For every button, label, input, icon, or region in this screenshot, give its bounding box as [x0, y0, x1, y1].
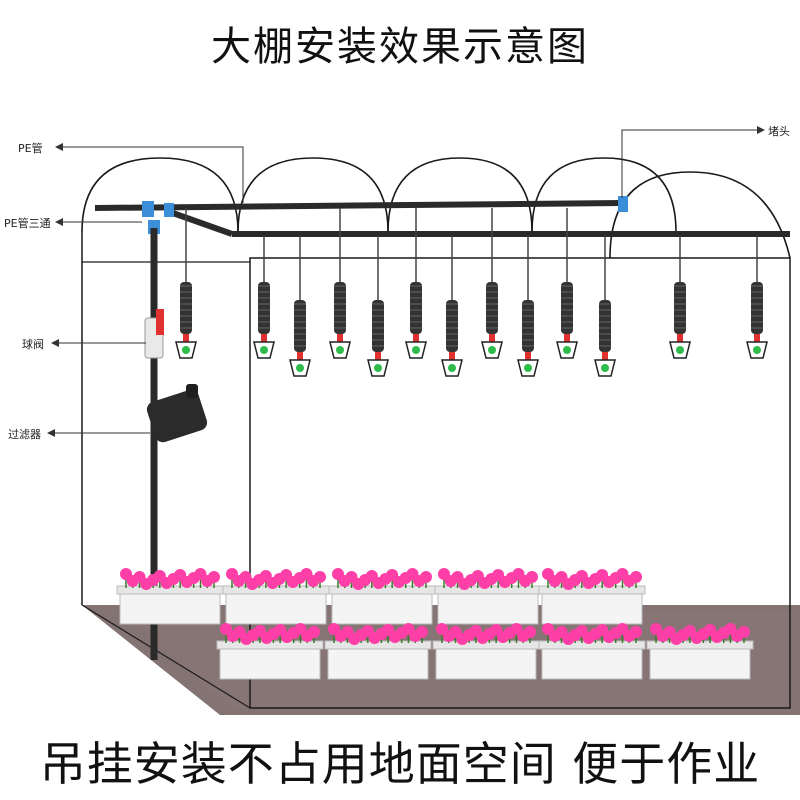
filter-shape — [146, 384, 208, 443]
dripper — [329, 208, 351, 359]
dripper — [481, 208, 503, 359]
arch-1 — [81, 157, 239, 233]
pe-tee-fitting — [142, 201, 154, 217]
label-pe-pipe: PE管 — [18, 142, 43, 155]
end-plug — [618, 196, 628, 212]
arch-3 — [387, 157, 533, 233]
dripper — [669, 236, 691, 359]
callout-arrows — [47, 126, 765, 437]
side-rail-bottom — [81, 604, 251, 709]
callout-end-plug — [621, 129, 760, 198]
planter — [328, 568, 436, 625]
label-end-plug: 堵头 — [768, 125, 790, 138]
dripper — [175, 208, 197, 359]
dripper — [517, 236, 539, 377]
arch-4 — [531, 157, 677, 233]
dripper — [253, 236, 275, 359]
planter — [434, 568, 542, 625]
label-pe-tee: PE管三通 — [4, 217, 51, 230]
dripper — [746, 236, 768, 359]
ball-valve-shape — [144, 309, 164, 359]
planter — [324, 623, 432, 680]
planter — [116, 568, 224, 625]
callouts — [52, 129, 760, 434]
label-ball-valve: 球阀 — [22, 338, 44, 351]
arch-5 — [609, 171, 791, 259]
pe-branch-diagonal — [168, 209, 234, 237]
pe-tee-fitting-2 — [164, 203, 174, 217]
dripper — [556, 208, 578, 359]
planter — [432, 623, 540, 680]
drippers — [175, 208, 768, 377]
callout-pe-pipe — [60, 146, 244, 203]
dripper — [289, 236, 311, 377]
planter — [538, 568, 646, 625]
dripper — [441, 236, 463, 377]
dripper — [405, 208, 427, 359]
bottom-caption: 吊挂安装不占用地面空间 便于作业 — [39, 737, 761, 791]
dripper — [594, 236, 616, 377]
planter — [222, 568, 330, 625]
page-title: 大棚安装效果示意图 — [211, 24, 589, 70]
greenhouse-back-frame — [249, 257, 791, 709]
pe-main-pipe — [94, 200, 623, 211]
planter — [216, 623, 324, 680]
planter — [646, 623, 754, 680]
arch-2 — [237, 157, 389, 233]
dripper — [367, 236, 389, 377]
arches — [81, 157, 791, 259]
label-filter: 过滤器 — [8, 428, 41, 441]
planters — [116, 568, 754, 680]
planter — [538, 623, 646, 680]
